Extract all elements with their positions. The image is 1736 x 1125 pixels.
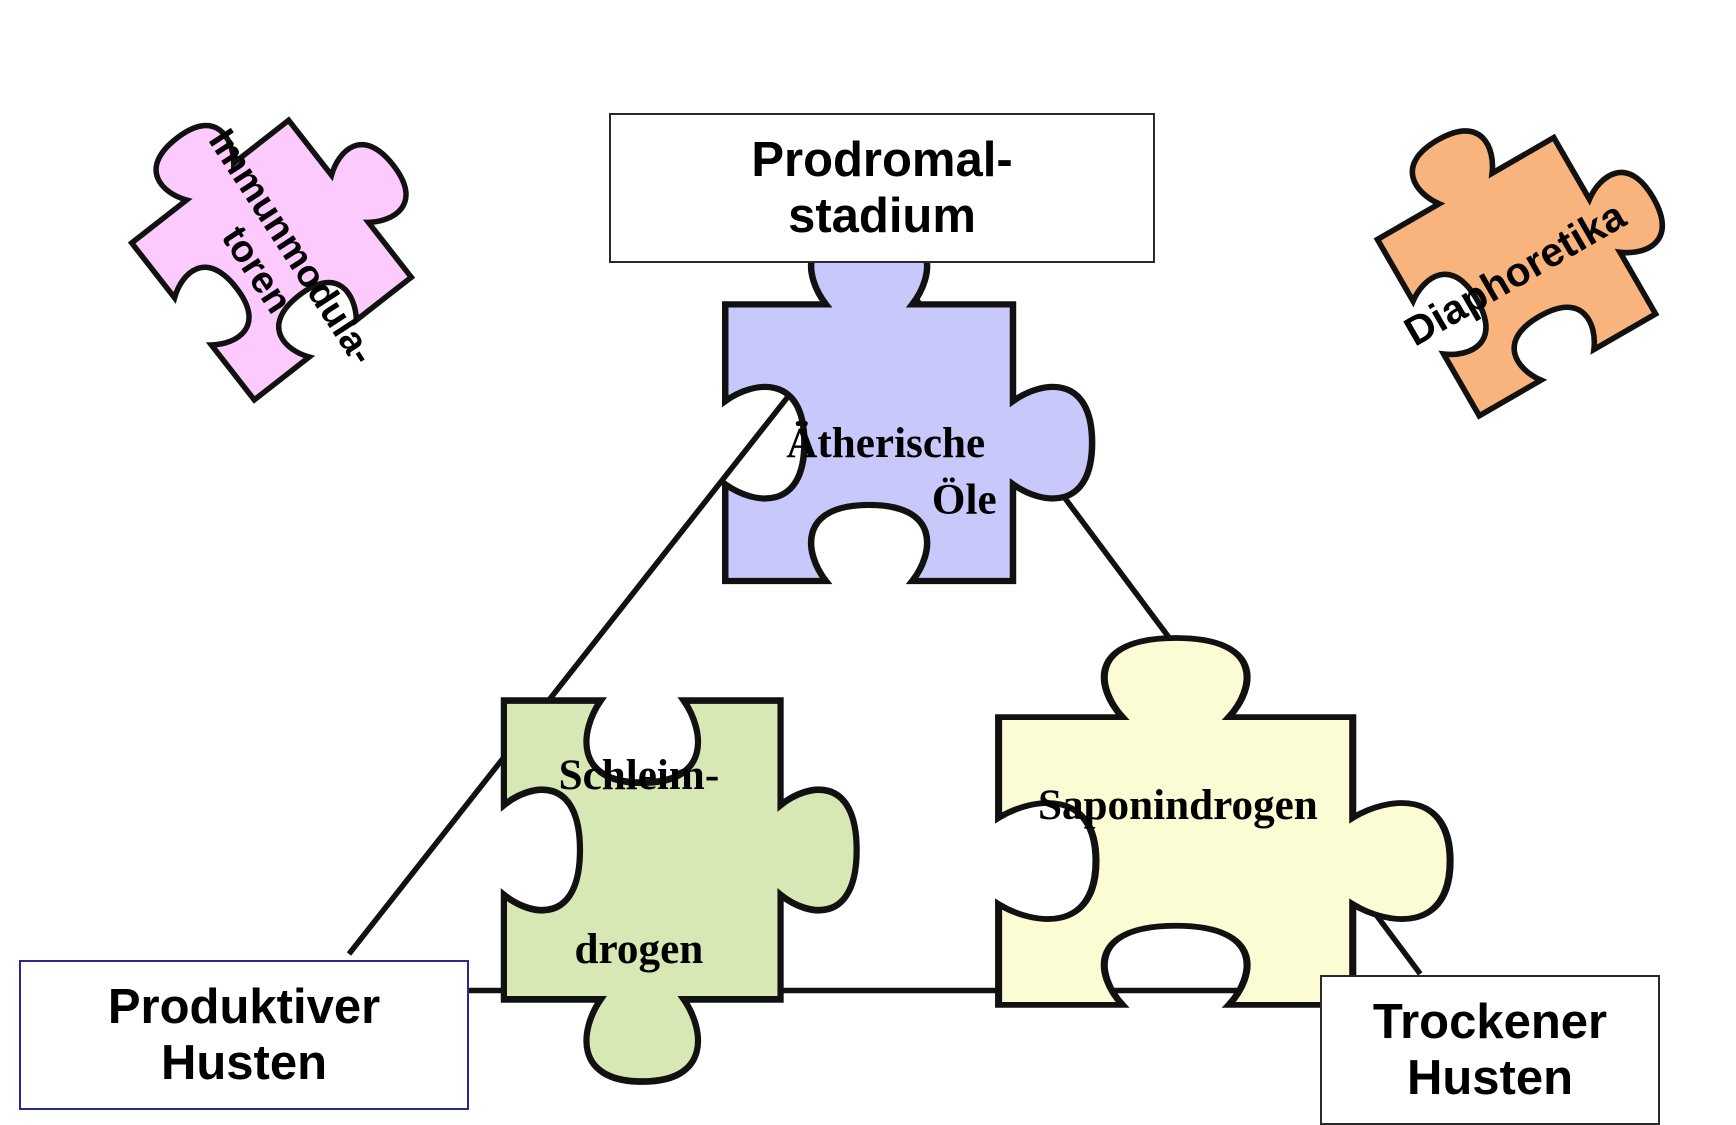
- aetherisch-label-line2: Öle: [932, 477, 997, 524]
- produktiv-line2: Husten: [160, 1036, 328, 1090]
- puzzle-piece-diaphoretika: Diaphoretika: [1331, 61, 1704, 426]
- prodromal-line1: Prodromal-: [751, 132, 1013, 187]
- puzzle-piece-immunmodulatoren: Immunmodula- toren: [98, 43, 479, 431]
- aetherisch-label-line1: Ätherische: [786, 420, 985, 467]
- puzzle-shape-diaphor: [1349, 61, 1704, 416]
- box-prodromalstadium: Prodromal- stadium: [609, 113, 1155, 263]
- prodromal-line2: stadium: [788, 189, 976, 243]
- trocken-line2: Husten: [1406, 1051, 1574, 1105]
- trocken-line1: Trockener: [1372, 994, 1608, 1049]
- produktiv-line1: Produktiver: [107, 979, 381, 1034]
- schleim-label-line2: drogen: [575, 926, 704, 973]
- saponin-label: Saponindrogen: [1038, 782, 1318, 829]
- box-produktiver-husten: Produktiver Husten: [19, 960, 469, 1110]
- box-trockener-husten: Trockener Husten: [1320, 975, 1660, 1125]
- schleim-label-line1: Schleim-: [559, 752, 720, 799]
